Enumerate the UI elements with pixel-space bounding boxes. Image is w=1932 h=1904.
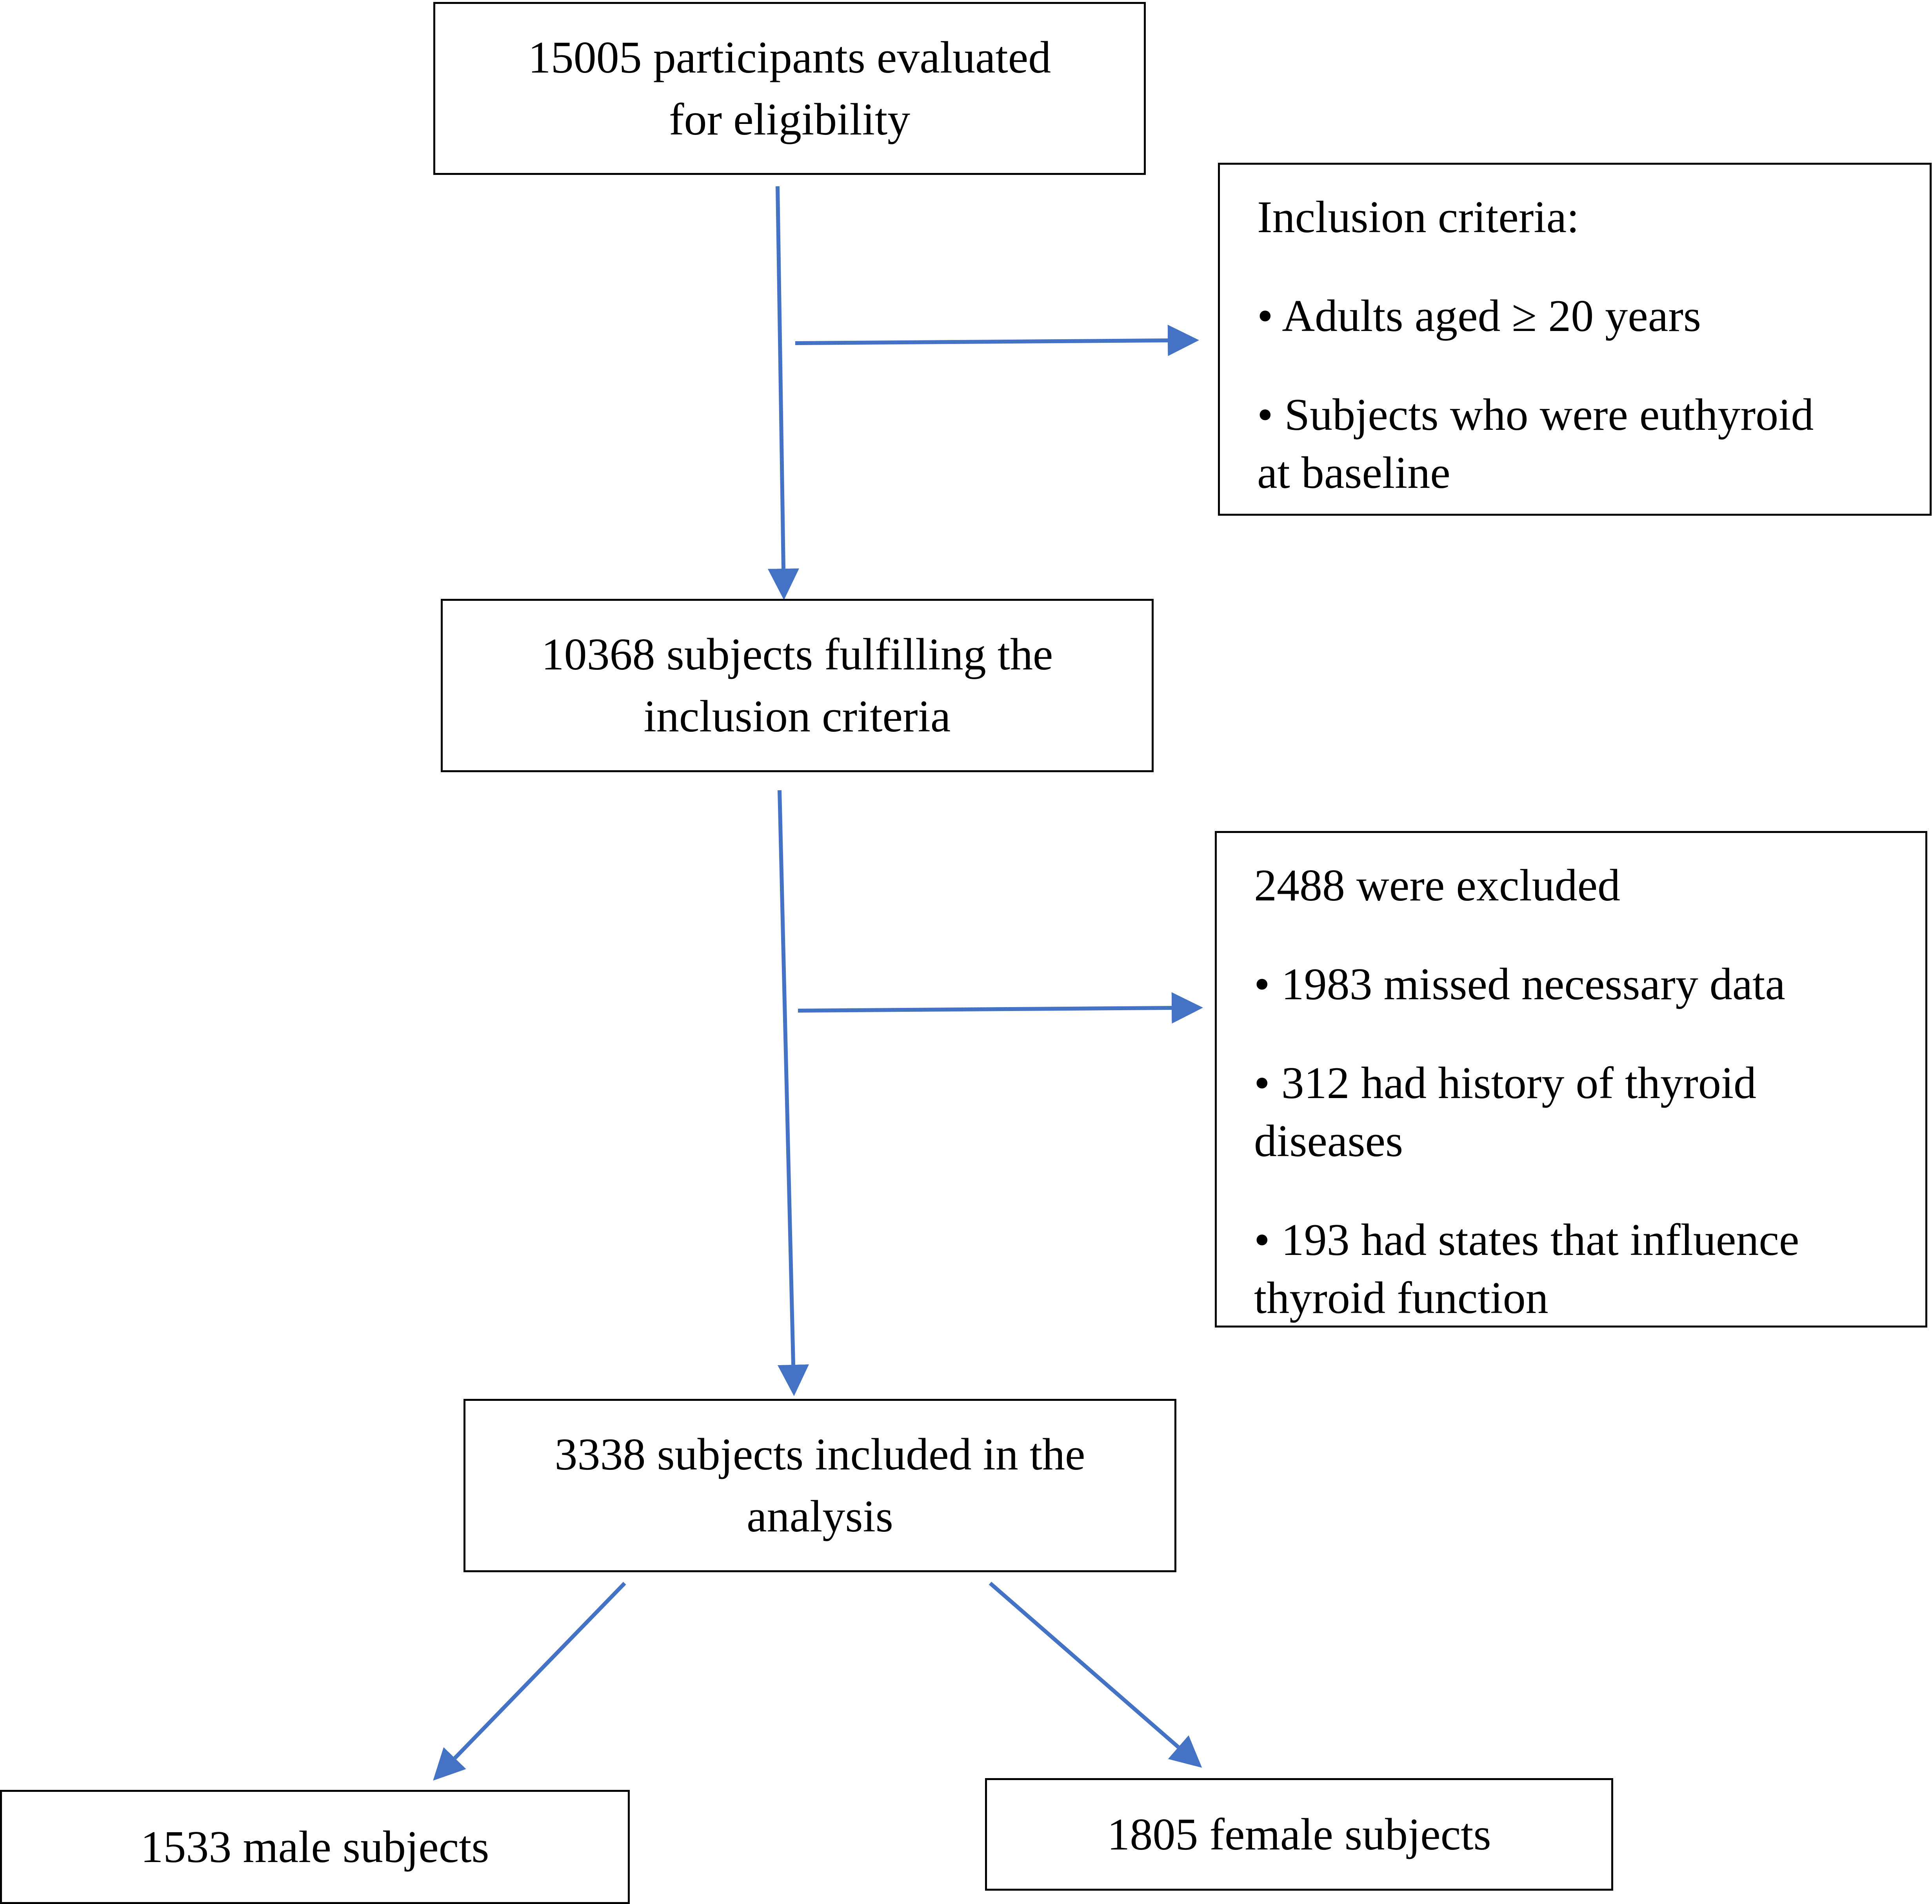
box-excluded: 2488 were excluded • 1983 missed necessa… xyxy=(1215,831,1927,1328)
evaluated-line-1: 15005 participants evaluated xyxy=(528,32,1051,83)
inclusion-item-1: • Adults aged ≥ 20 years xyxy=(1257,291,1701,341)
inclusion-item-2-line-1: • Subjects who were euthyroid xyxy=(1257,390,1814,440)
spacer xyxy=(1257,345,1906,386)
spacer xyxy=(1254,1170,1902,1211)
spacer xyxy=(1254,915,1902,955)
inclusion-item-2-line-2: at baseline xyxy=(1257,448,1450,498)
arrow-to-inclusion-criteria xyxy=(795,325,1199,356)
evaluated-line-2: for eligibility xyxy=(669,94,911,145)
excluded-item-1: • 1983 missed necessary data xyxy=(1254,959,1785,1009)
arrow-to-male xyxy=(433,1582,626,1781)
analysis-line-1: 3338 subjects included in the xyxy=(554,1429,1085,1480)
arrow-eval-to-fulfilling xyxy=(768,186,799,600)
fulfilling-line-1: 10368 subjects fulfilling the xyxy=(541,629,1053,680)
analysis-line-2: analysis xyxy=(747,1491,893,1542)
box-subjects-fulfilling: 10368 subjects fulfilling the inclusion … xyxy=(441,599,1154,772)
excluded-item-3-line-1: • 193 had states that influence xyxy=(1254,1215,1799,1265)
box-inclusion-criteria: Inclusion criteria: • Adults aged ≥ 20 y… xyxy=(1218,163,1932,516)
arrow-to-excluded xyxy=(798,992,1203,1024)
fulfilling-line-2: inclusion criteria xyxy=(643,691,951,742)
arrow-to-female xyxy=(989,1582,1202,1768)
male-label: 1533 male subjects xyxy=(140,1822,489,1872)
box-male-subjects: 1533 male subjects xyxy=(0,1790,630,1904)
box-participants-evaluated: 15005 participants evaluated for eligibi… xyxy=(433,2,1146,175)
excluded-heading: 2488 were excluded xyxy=(1254,860,1621,911)
excluded-item-3-line-2: thyroid function xyxy=(1254,1273,1549,1323)
box-female-subjects: 1805 female subjects xyxy=(985,1778,1613,1891)
female-label: 1805 female subjects xyxy=(1107,1809,1491,1860)
box-subjects-analysis: 3338 subjects included in the analysis xyxy=(463,1399,1176,1572)
spacer xyxy=(1254,1013,1902,1054)
excluded-item-2-line-1: • 312 had history of thyroid xyxy=(1254,1058,1757,1108)
spacer xyxy=(1257,246,1906,287)
excluded-item-2-line-2: diseases xyxy=(1254,1116,1403,1166)
arrow-fulfilling-to-analysis xyxy=(778,790,809,1396)
inclusion-heading: Inclusion criteria: xyxy=(1257,192,1579,242)
